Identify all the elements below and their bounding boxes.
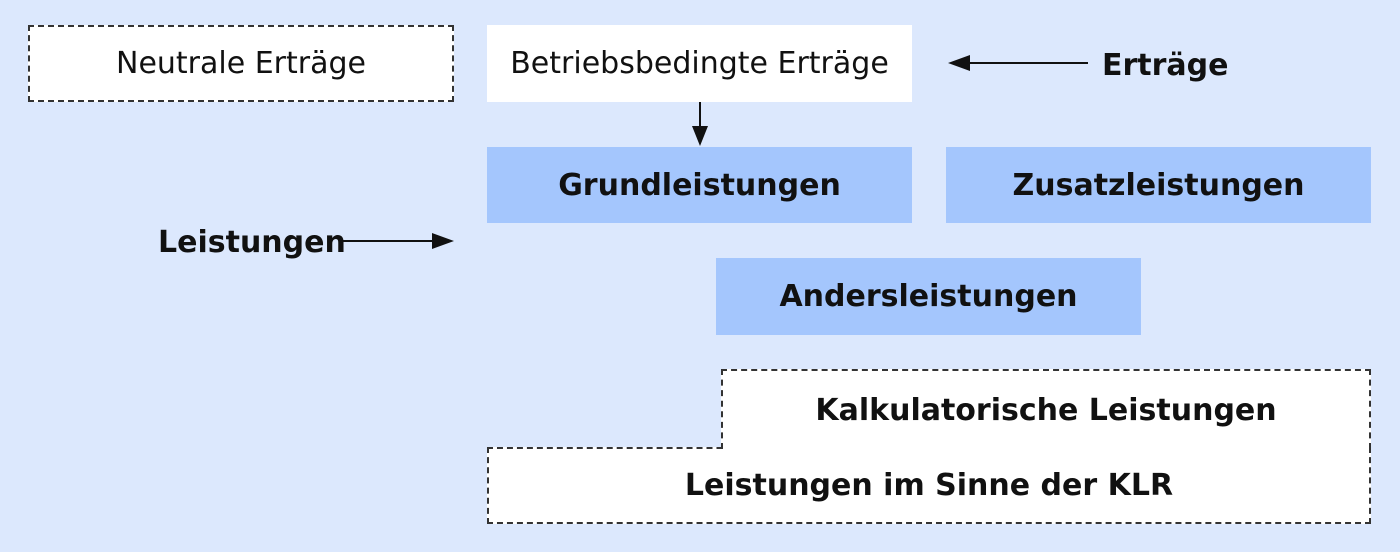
leistungen-label-text: Leistungen xyxy=(158,224,346,260)
ertraege-label: Erträge xyxy=(1102,45,1229,85)
arrow-ertraege-left xyxy=(948,55,1088,71)
grundleistungen-text: Grundleistungen xyxy=(558,167,841,203)
kalkulatorische-leistungen-box: Kalkulatorische Leistungen xyxy=(721,369,1371,449)
kalkulatorische-leistungen-text: Kalkulatorische Leistungen xyxy=(815,392,1277,428)
betriebsbedingte-ertraege-box: Betriebsbedingte Erträge xyxy=(487,25,912,102)
zusatzleistungen-text: Zusatzleistungen xyxy=(1012,167,1305,203)
grundleistungen-box: Grundleistungen xyxy=(487,147,912,223)
ertraege-label-text: Erträge xyxy=(1102,47,1229,83)
arrow-betriebsbedingt-down xyxy=(692,102,708,146)
neutrale-ertraege-box: Neutrale Erträge xyxy=(28,25,454,102)
andersleistungen-text: Andersleistungen xyxy=(779,279,1078,314)
arrow-leistungen-right xyxy=(343,233,454,249)
leistungen-label: Leistungen xyxy=(158,222,346,262)
neutrale-ertraege-text: Neutrale Erträge xyxy=(116,46,366,81)
zusatzleistungen-box: Zusatzleistungen xyxy=(946,147,1371,223)
andersleistungen-box: Andersleistungen xyxy=(716,258,1141,335)
leistungen-klr-text: Leistungen im Sinne der KLR xyxy=(684,468,1174,503)
leistungen-klr-box: Leistungen im Sinne der KLR xyxy=(487,447,1371,524)
betriebsbedingte-ertraege-text: Betriebsbedingte Erträge xyxy=(510,46,889,81)
